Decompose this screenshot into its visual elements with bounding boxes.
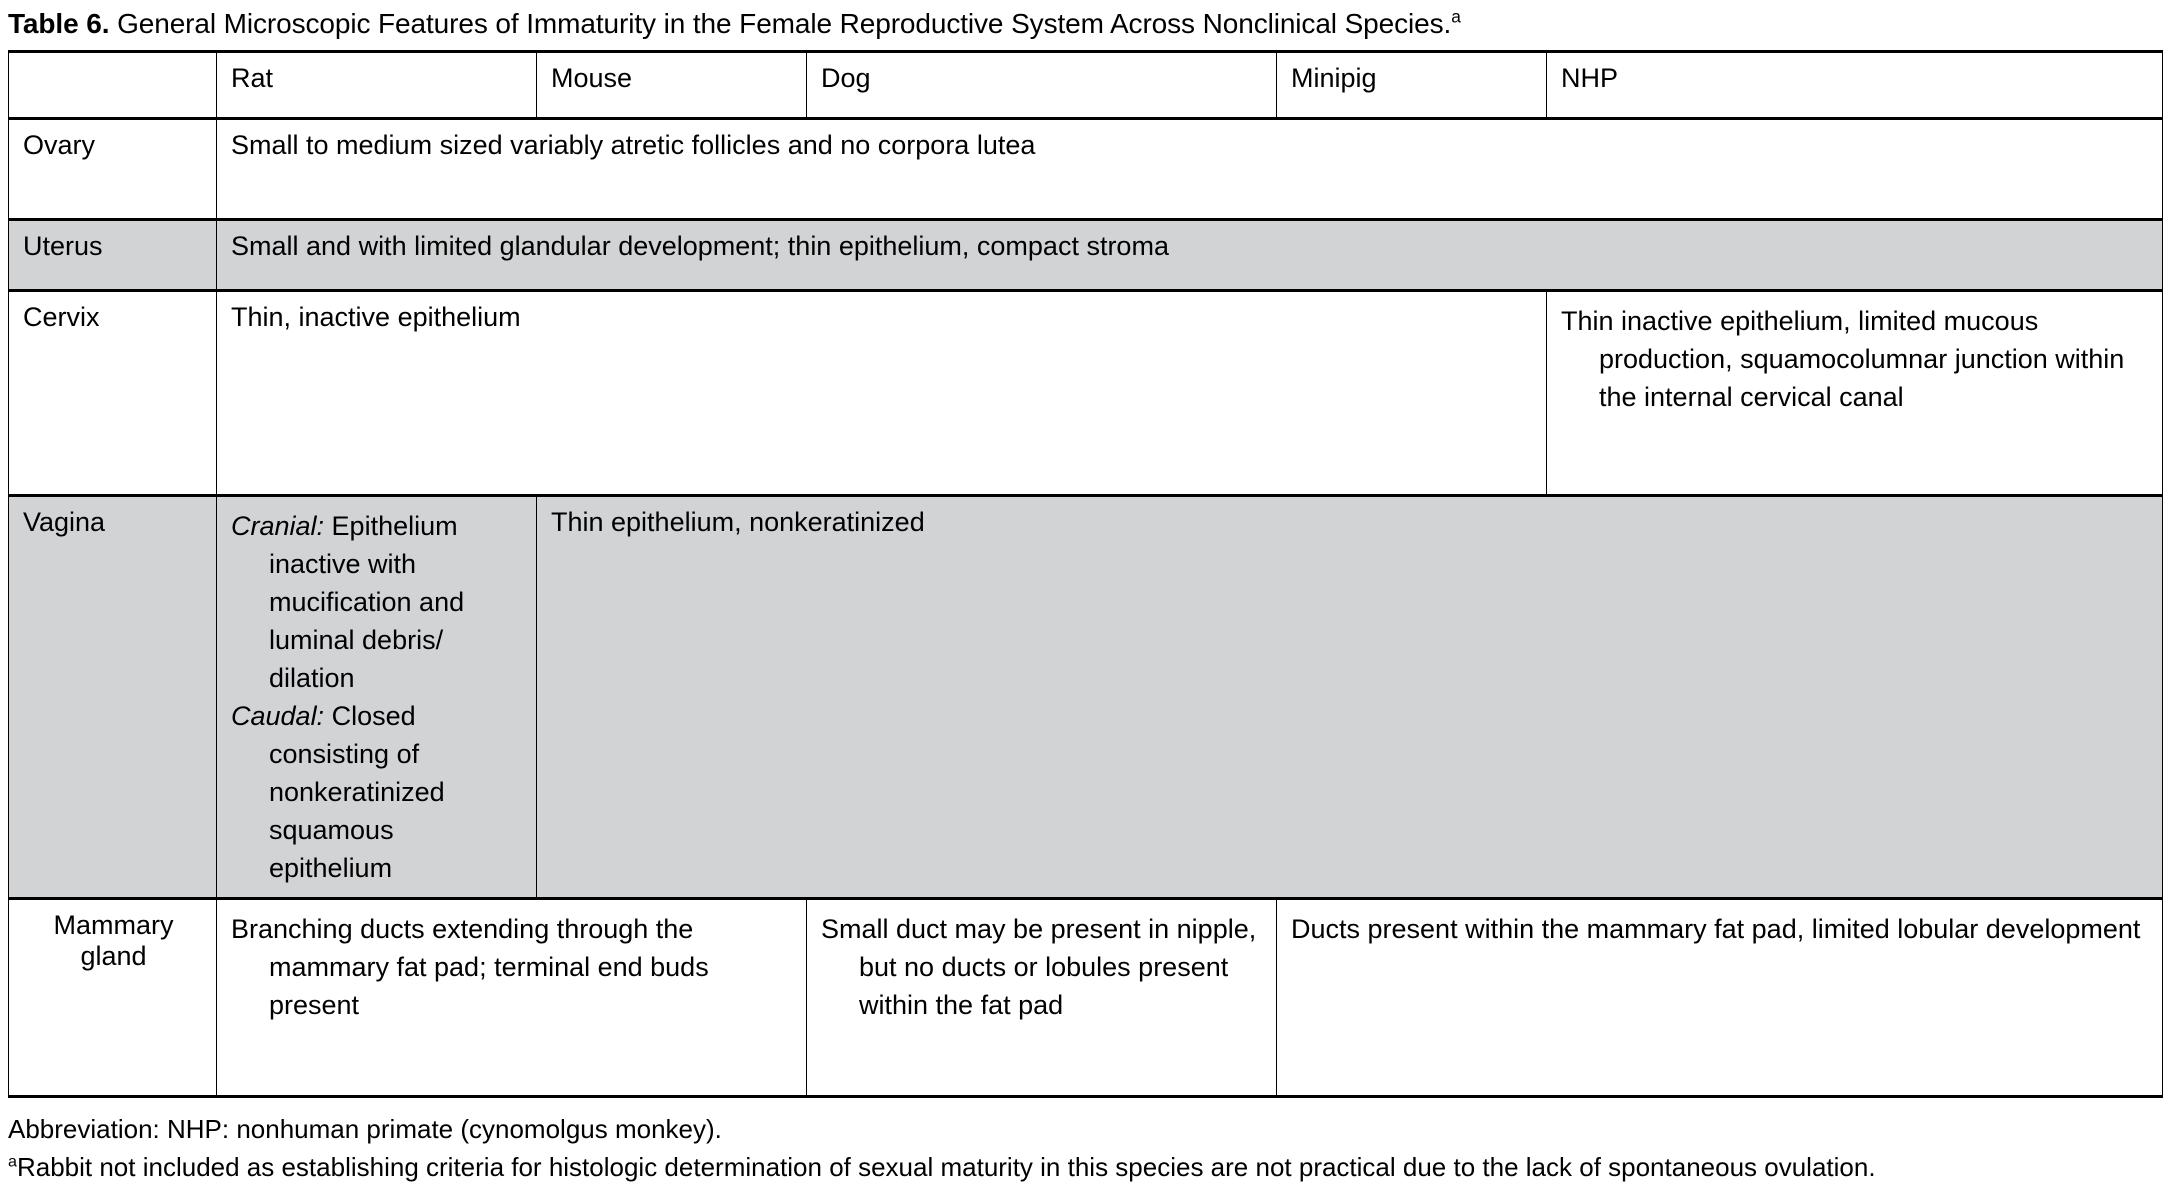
vagina-cranial-body: Epithelium inactive with mucification an… [269, 511, 465, 693]
column-header-rat: Rat [216, 51, 537, 120]
column-header-nhp: NHP [1546, 51, 2163, 120]
cell-cervix-rat-minipig: Thin, inactive epithelium [216, 289, 1547, 496]
cell-vagina-rat: Cranial: Epithelium inactive with mucifi… [216, 494, 537, 899]
table-6: Rat Mouse Dog Minipig NHP Ovary Small to… [8, 50, 2163, 1098]
cell-mammary-minipig-nhp-text: Ducts present within the mammary fat pad… [1291, 914, 2141, 944]
cell-vagina-rat-cranial: Cranial: Epithelium inactive with mucifi… [231, 507, 524, 697]
footnote-abbreviation: Abbreviation: NHP: nonhuman primate (cyn… [8, 1114, 722, 1144]
vagina-caudal-lead: Caudal: [231, 701, 325, 731]
table-row-cervix: Cervix Thin, inactive epithelium Thin in… [8, 289, 2163, 496]
table-footnotes: Abbreviation: NHP: nonhuman primate (cyn… [8, 1110, 2162, 1186]
footnote-a-text: Rabbit not included as establishing crit… [16, 1152, 1876, 1182]
table-caption-label: Table 6. [8, 8, 110, 39]
column-header-minipig: Minipig [1276, 51, 1547, 120]
cell-mammary-dog: Small duct may be present in nipple, but… [806, 897, 1277, 1097]
cell-ovary-all-species: Small to medium sized variably atretic f… [216, 118, 2163, 220]
cell-vagina-rat-caudal: Caudal: Closed consisting of nonkeratini… [231, 697, 524, 887]
table-caption-footnote-marker: a [1451, 6, 1461, 27]
table-row-ovary: Ovary Small to medium sized variably atr… [8, 118, 2163, 220]
row-label-mammary-line1: Mammary [53, 910, 174, 940]
row-label-ovary: Ovary [8, 118, 217, 220]
cell-cervix-nhp: Thin inactive epithelium, limited mucous… [1546, 289, 2163, 496]
cell-vagina-mouse-nhp: Thin epithelium, nonkeratinized [536, 494, 2163, 899]
column-header-dog: Dog [806, 51, 1277, 120]
footnote-a: aRabbit not included as establishing cri… [8, 1148, 2162, 1186]
row-label-cervix: Cervix [8, 289, 217, 496]
column-header-organ [8, 51, 217, 120]
table-row-uterus: Uterus Small and with limited glandular … [8, 218, 2163, 291]
table-page: Table 6. General Microscopic Features of… [8, 0, 2163, 1182]
table-caption: Table 6. General Microscopic Features of… [8, 0, 2162, 50]
column-header-mouse: Mouse [536, 51, 807, 120]
table-header-row: Rat Mouse Dog Minipig NHP [8, 51, 2163, 120]
row-label-uterus: Uterus [8, 218, 217, 291]
row-label-mammary-gland: Mammary gland [8, 897, 217, 1097]
footnote-a-marker: a [8, 1152, 17, 1171]
row-label-mammary-line2: gland [80, 941, 147, 971]
table-caption-text: General Microscopic Features of Immaturi… [109, 8, 1452, 39]
cell-cervix-nhp-text: Thin inactive epithelium, limited mucous… [1561, 306, 2125, 412]
cell-mammary-minipig-nhp: Ducts present within the mammary fat pad… [1276, 897, 2163, 1097]
cell-mammary-rat-mouse-text: Branching ducts extending through the ma… [231, 914, 709, 1020]
table-row-mammary-gland: Mammary gland Branching ducts extending … [8, 897, 2163, 1097]
row-label-vagina: Vagina [8, 494, 217, 899]
cell-uterus-all-species: Small and with limited glandular develop… [216, 218, 2163, 291]
cell-mammary-rat-mouse: Branching ducts extending through the ma… [216, 897, 807, 1097]
cell-mammary-dog-text: Small duct may be present in nipple, but… [821, 914, 1257, 1020]
vagina-cranial-lead: Cranial: [231, 511, 325, 541]
vagina-caudal-body: Closed consisting of nonkeratinized squa… [269, 701, 445, 883]
table-row-vagina: Vagina Cranial: Epithelium inactive with… [8, 494, 2163, 899]
